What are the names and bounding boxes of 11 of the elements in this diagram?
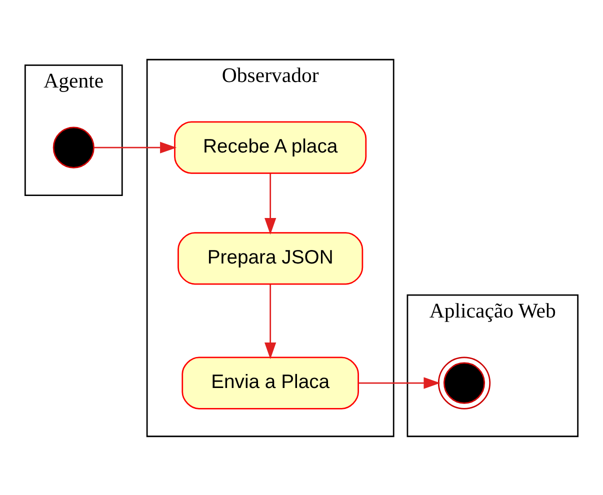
arrow [264,172,276,234]
node-circle [52,126,94,168]
cluster: Agente [24,64,123,196]
node-box: Recebe A placa [174,120,367,174]
node-circle [438,356,491,409]
arrow [264,284,276,359]
node-box: Prepara JSON [178,232,364,284]
node-box: Envia a Placa [182,356,359,409]
cluster: Aplicação Web [406,294,579,437]
arrow [358,376,440,388]
arrow [94,141,177,153]
